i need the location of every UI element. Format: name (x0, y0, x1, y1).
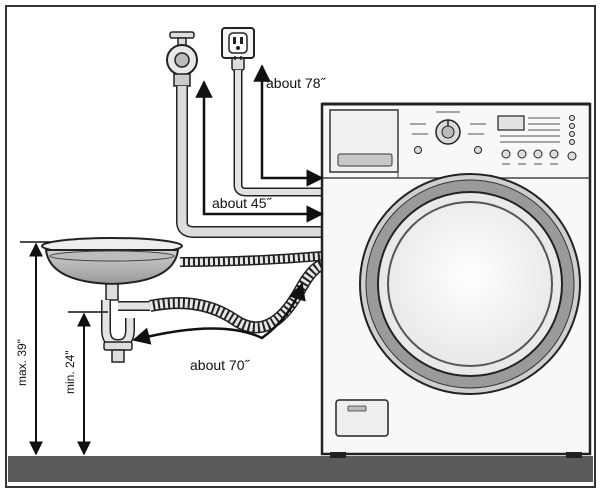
door-glass (387, 201, 553, 367)
floor (8, 456, 593, 482)
control-panel (410, 111, 577, 165)
drain-hose-length-label: about 70˝ (190, 357, 250, 373)
sink-icon (41, 237, 183, 363)
min-height-label: min. 24" (63, 350, 77, 394)
drain-hose-length-arrow (132, 282, 306, 345)
filter-access-panel (335, 399, 389, 437)
washing-machine (320, 102, 592, 458)
power-outlet-icon (221, 27, 255, 71)
water-faucet-icon (166, 31, 198, 87)
power-cord-length-label: about 78˝ (266, 75, 326, 91)
max-height-label: max. 39" (15, 339, 29, 386)
water-hose-length-arrow (195, 80, 324, 223)
water-hose-length-label: about 45˝ (212, 195, 272, 211)
